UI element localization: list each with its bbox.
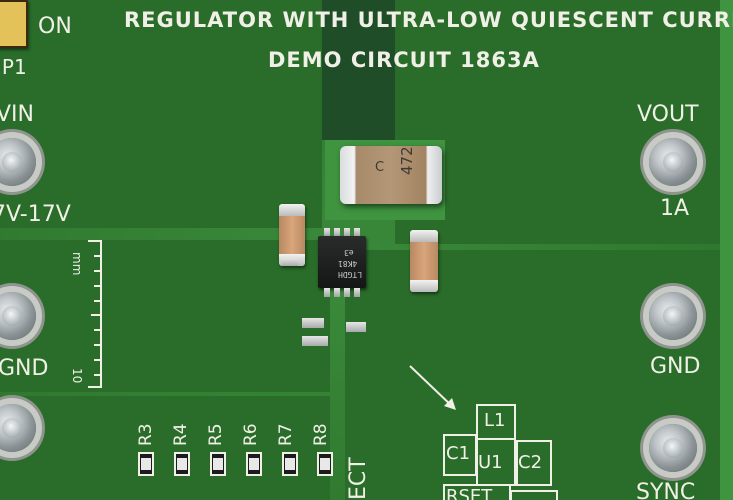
- ruler-tick: [94, 270, 102, 272]
- resistor-footprint[interactable]: [317, 452, 333, 476]
- ruler-tick: [94, 359, 102, 361]
- resistor-footprint[interactable]: [210, 452, 226, 476]
- jumper-label: JP1: [0, 55, 27, 79]
- ic-pin: [324, 228, 330, 237]
- ic-pin: [334, 288, 340, 297]
- ruler-tick: [88, 240, 102, 242]
- resistor-label-r3: R3: [136, 423, 156, 446]
- resistor-label-r7: R7: [276, 423, 296, 446]
- resistor-footprint[interactable]: [138, 452, 154, 476]
- small-passive: [302, 318, 324, 328]
- small-passive: [302, 336, 328, 346]
- ic-pin: [354, 228, 360, 237]
- top-right-plane: [395, 0, 720, 244]
- sync-label: SYNC: [636, 480, 696, 500]
- ruler-tick: [94, 329, 102, 331]
- vin-label: VIN: [0, 102, 34, 127]
- vout-current-label: 1A: [660, 196, 690, 221]
- ic-marking-line2: 4K81: [338, 259, 358, 268]
- resistor-footprint[interactable]: [246, 452, 262, 476]
- ruler-tick: [94, 374, 102, 376]
- resistor-label-r6: R6: [241, 423, 261, 446]
- bottom-partial-label: ECT: [346, 457, 371, 500]
- resistor-label-r4: R4: [171, 423, 191, 446]
- ruler-tick: [94, 255, 102, 257]
- ic-pin: [344, 228, 350, 237]
- input-capacitor: [279, 204, 305, 266]
- legend-c2-label: C2: [518, 452, 543, 473]
- vin-range-label: 7V-17V: [0, 202, 71, 227]
- regulator-ic: [318, 236, 366, 288]
- legend-c2-box: [516, 440, 552, 486]
- right-edge-strip: [720, 0, 733, 500]
- inductor-marking-code: 472: [398, 146, 416, 175]
- small-passive: [346, 322, 366, 332]
- resistor-footprint[interactable]: [282, 452, 298, 476]
- legend-l1-label: L1: [484, 410, 506, 431]
- board-title-line1: REGULATOR WITH ULTRA-LOW QUIESCENT CURRE…: [124, 8, 733, 32]
- ic-pin: [344, 288, 350, 297]
- top-left-plane: [0, 0, 322, 228]
- jumper-header[interactable]: [0, 0, 28, 48]
- legend-c1-label: C1: [446, 443, 471, 464]
- gnd-terminal-right[interactable]: [649, 292, 697, 340]
- small-passive: [282, 258, 298, 266]
- ruler-unit-label: mm: [70, 252, 84, 276]
- switch-node-trace: [322, 0, 395, 140]
- vout-terminal[interactable]: [649, 138, 697, 186]
- vout-label: VOUT: [637, 102, 699, 127]
- inductor-l1: [340, 146, 442, 204]
- ruler-tick: [91, 314, 102, 316]
- ruler-tick: [94, 285, 102, 287]
- inductor-marking-top: C: [375, 160, 385, 175]
- orientation-arrow: [409, 365, 456, 410]
- middle-left-plane: [0, 240, 330, 392]
- ic-marking-line3: e3: [344, 248, 354, 257]
- board-title-line2: DEMO CIRCUIT 1863A: [268, 48, 540, 72]
- ic-pin: [334, 228, 340, 237]
- gnd-label-right: GND: [650, 354, 701, 379]
- resistor-label-r8: R8: [311, 423, 331, 446]
- output-capacitor: [410, 230, 438, 292]
- ruler-tick: [88, 386, 102, 388]
- legend-partial-box: [510, 490, 558, 500]
- resistor-label-r5: R5: [206, 423, 226, 446]
- ruler-tick: [94, 344, 102, 346]
- legend-u1-label: U1: [478, 452, 503, 473]
- bottom-left-plane: [0, 396, 330, 500]
- jumper-on-label: ON: [38, 14, 72, 39]
- ic-pin: [354, 288, 360, 297]
- gnd-label-left: GND: [0, 356, 49, 381]
- resistor-footprint[interactable]: [174, 452, 190, 476]
- ic-marking-line1: LTGDH: [338, 270, 363, 279]
- sync-terminal[interactable]: [649, 424, 697, 472]
- ic-pin: [324, 288, 330, 297]
- gnd-terminal-left[interactable]: [0, 292, 36, 340]
- ruler-tick: [94, 300, 102, 302]
- ruler-value-label: 10: [70, 368, 84, 384]
- legend-rset-label: RSET: [446, 486, 493, 500]
